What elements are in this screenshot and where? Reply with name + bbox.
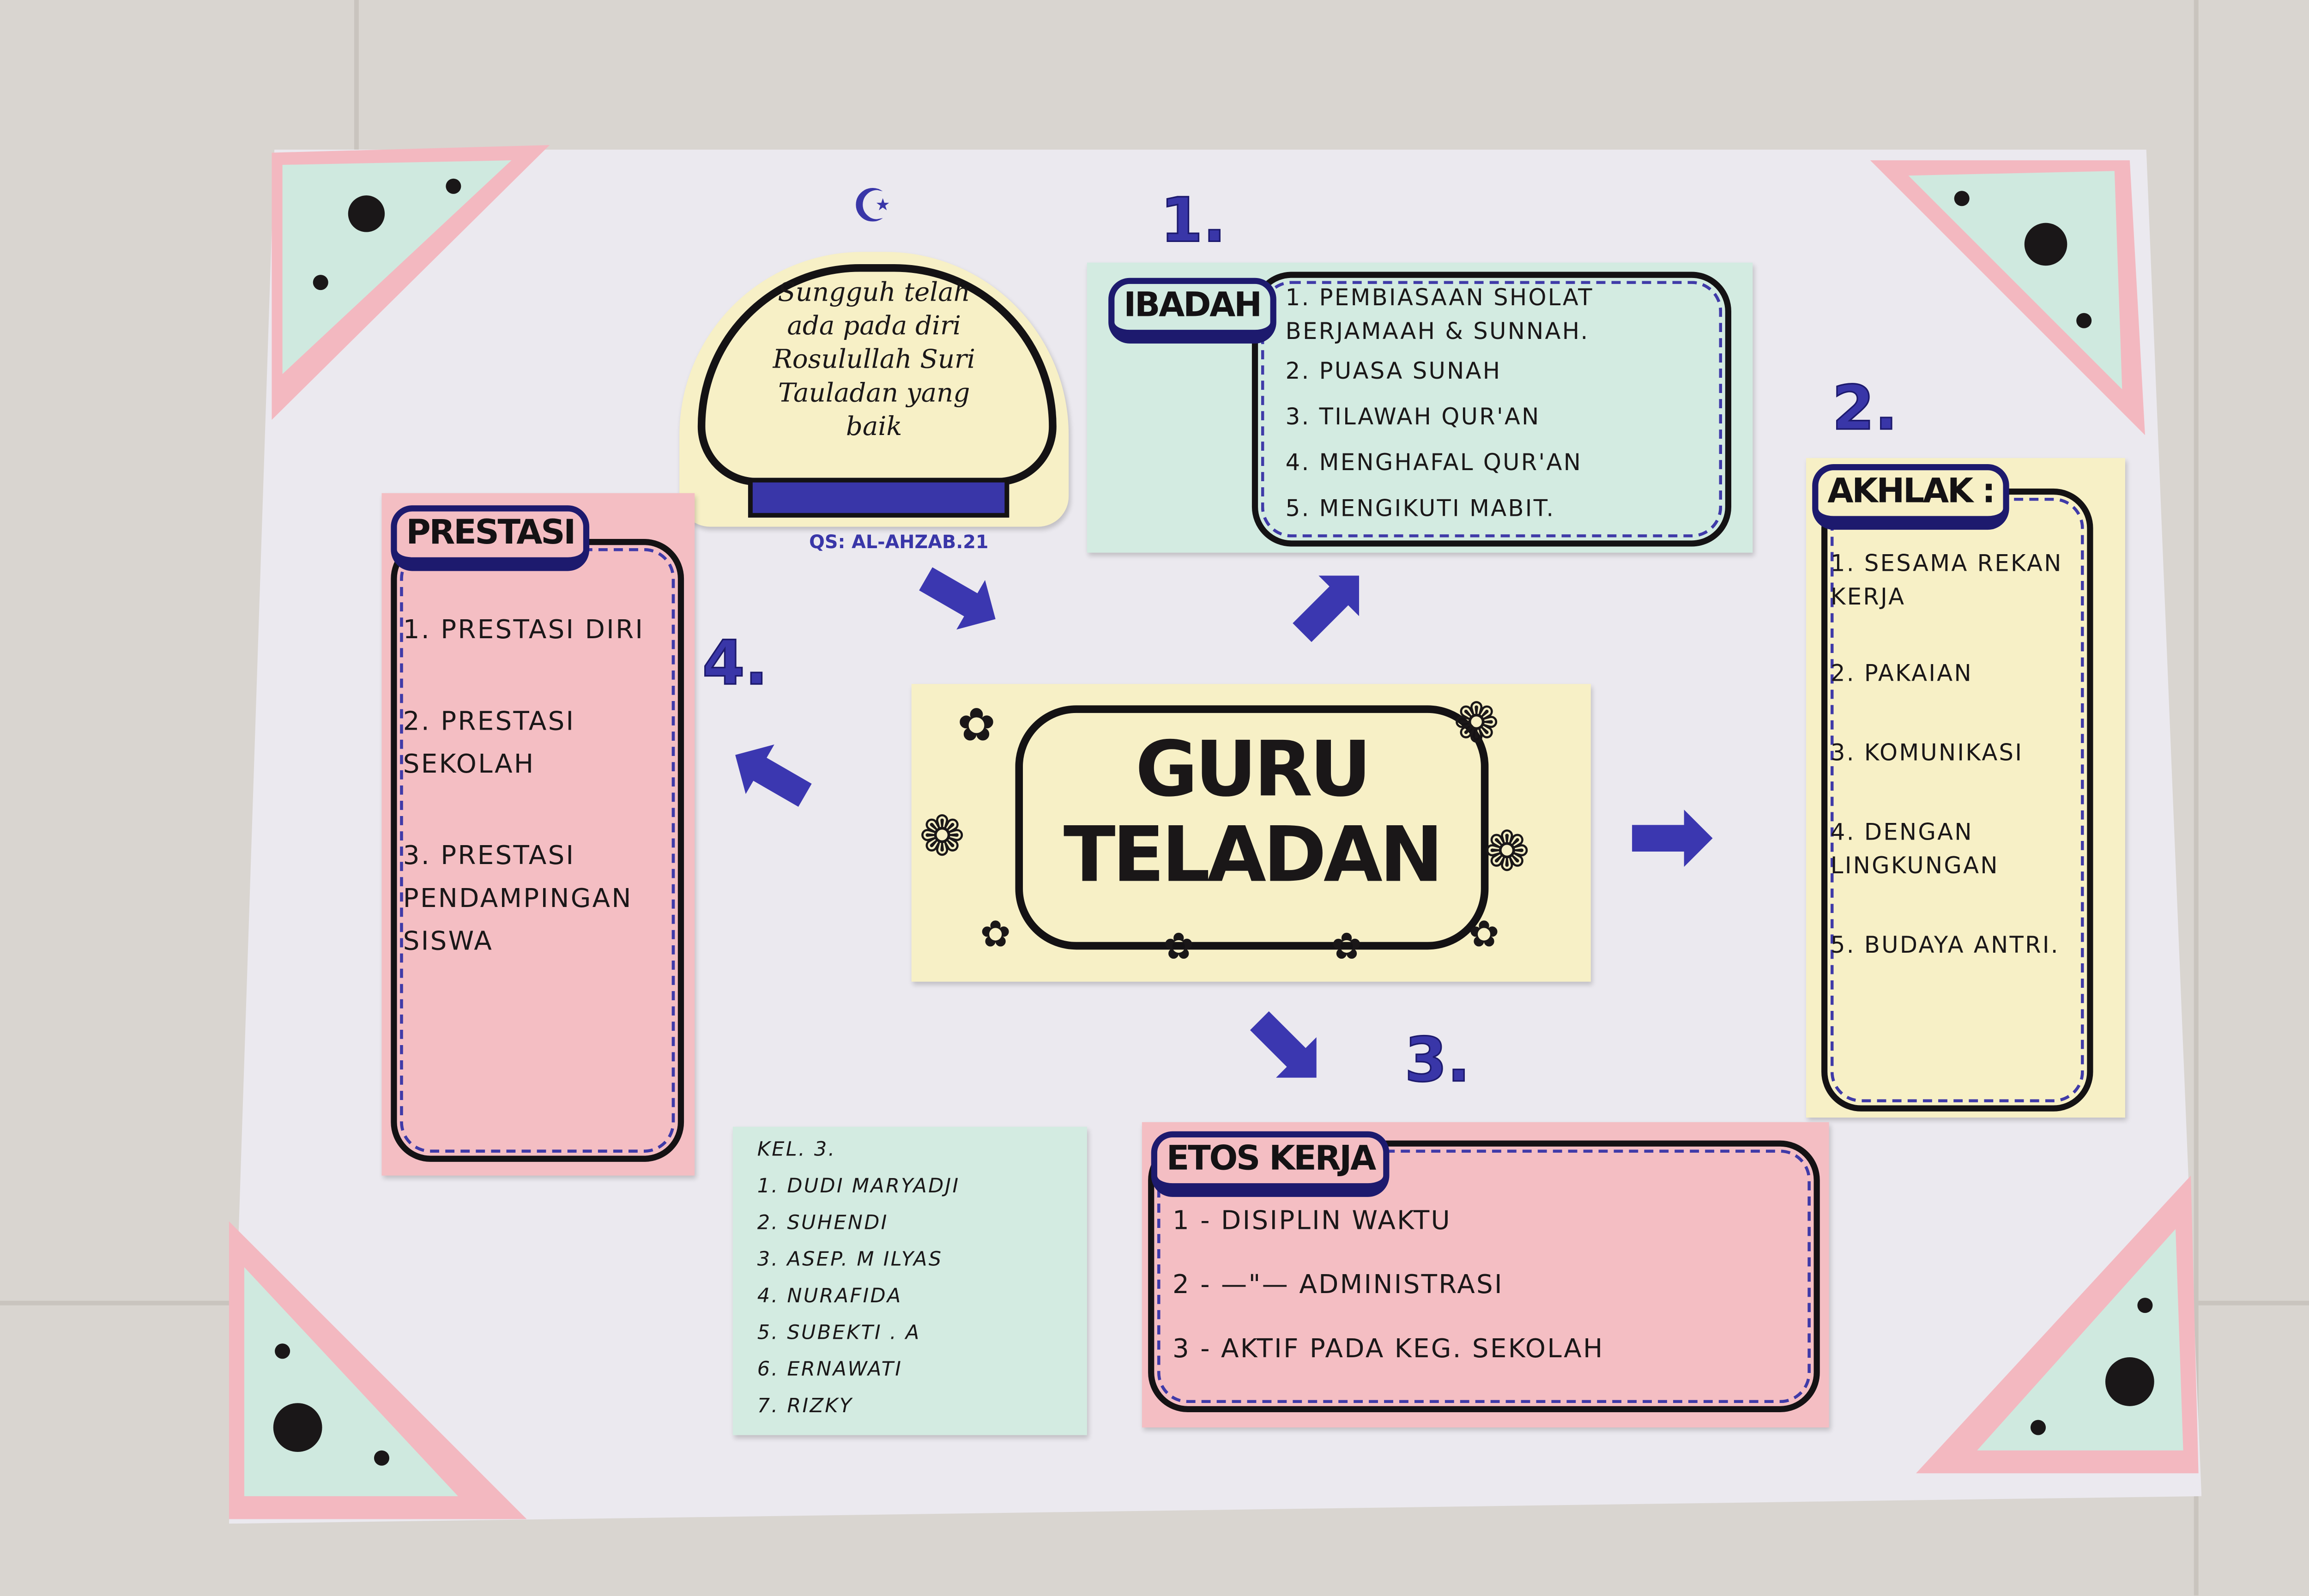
flower-icon: ✿ — [957, 699, 996, 753]
etos-card: ETOS KERJA 1 - DISIPLIN WAKTU 2 - —"— AD… — [1142, 1122, 1829, 1428]
section-number: 4. — [701, 628, 769, 700]
list-item: 4. DENGAN LINGKUNGAN — [1830, 818, 1999, 880]
akhlak-card: AKHLAK : 1. SESAMA REKAN KERJA 2. PAKAIA… — [1806, 458, 2125, 1118]
flower-icon: ✿ — [1163, 925, 1194, 968]
floor-grout — [354, 0, 359, 153]
list-item: 1. SESAMA REKAN KERJA — [1830, 550, 2063, 611]
member-item: 2. SUHENDI — [757, 1212, 889, 1235]
center-card: GURU TELADAN ✿ ❁ ❁ ❁ ✿ ✿ ✿ ✿ — [911, 684, 1591, 982]
list-item: 5. BUDAYA ANTRI. — [1830, 931, 2060, 959]
list-item: 2. PRESTASI SEKOLAH — [403, 707, 575, 780]
flower-icon: ❁ — [919, 806, 965, 869]
list-item: 5. MENGIKUTI MABIT. — [1285, 495, 1555, 522]
arrow-icon: ➡ — [1626, 772, 1716, 898]
quote-line: Rosulullah Suri — [773, 345, 975, 376]
list-item: 1 - DISIPLIN WAKTU — [1173, 1206, 1451, 1237]
flower-icon: ✿ — [1331, 925, 1362, 968]
quote-card: Sungguh telah ada pada diri Rosulullah S… — [679, 252, 1069, 527]
corner-bottom-left — [229, 1221, 527, 1519]
member-item: 4. NURAFIDA — [757, 1285, 902, 1309]
list-item: 1. PEMBIASAAN SHOLAT BERJAMAAH & SUNNAH. — [1285, 284, 1594, 345]
group-title: KEL. 3. — [757, 1139, 836, 1162]
section-title: AKHLAK : — [1812, 464, 2009, 530]
center-title-line: GURU — [1135, 725, 1372, 814]
flower-icon: ❁ — [1484, 821, 1530, 884]
ibadah-card: IBADAH 1. PEMBIASAAN SHOLAT BERJAMAAH & … — [1087, 262, 1753, 553]
list-item: 3. TILAWAH QUR'AN — [1285, 403, 1541, 431]
quote-line: Tauladan yang — [778, 378, 970, 410]
flower-icon: ❁ — [1453, 693, 1500, 756]
list-item: 2. PUASA SUNAH — [1285, 357, 1502, 385]
section-title: IBADAH — [1108, 278, 1276, 344]
corner-bottom-right — [1916, 1175, 2199, 1474]
section-title: ETOS KERJA — [1151, 1131, 1390, 1197]
quote-line: baik — [846, 412, 902, 443]
list-item: 3. KOMUNIKASI — [1830, 739, 2024, 767]
flower-icon: ✿ — [1469, 913, 1499, 956]
prestasi-card: PRESTASI 1. PRESTASI DIRI 2. PRESTASI SE… — [381, 493, 695, 1176]
corner-top-left — [272, 145, 550, 420]
list-item: 3 - AKTIF PADA KEG. SEKOLAH — [1173, 1334, 1604, 1365]
section-number: 2. — [1831, 373, 1899, 445]
group-card: KEL. 3. 1. DUDI MARYADJI 2. SUHENDI 3. A… — [732, 1126, 1087, 1435]
section-number: 1. — [1160, 186, 1227, 257]
crescent-star-icon: ☪ — [852, 180, 893, 234]
list-item: 1. PRESTASI DIRI — [403, 615, 645, 646]
quote-line: Sungguh telah — [778, 278, 971, 308]
quote-line: ada pada diri — [787, 311, 961, 342]
member-item: 7. RIZKY — [757, 1395, 853, 1419]
corner-top-right — [1870, 160, 2145, 435]
member-item: 1. DUDI MARYADJI — [757, 1175, 960, 1199]
center-title-line: TELADAN — [1063, 810, 1444, 900]
member-item: 5. SUBEKTI . A — [757, 1322, 921, 1345]
member-item: 3. ASEP. M ILYAS — [757, 1249, 943, 1272]
member-item: 6. ERNAWATI — [757, 1359, 903, 1382]
quote-source: QS: AL-AHZAB.21 — [809, 531, 989, 553]
list-item: 4. MENGHAFAL QUR'AN — [1285, 448, 1583, 477]
section-title: PRESTASI — [391, 505, 590, 571]
section-number: 3. — [1404, 1025, 1471, 1097]
list-item: 2 - —"— ADMINISTRASI — [1173, 1270, 1504, 1301]
list-item: 2. PAKAIAN — [1830, 659, 1973, 687]
flower-icon: ✿ — [980, 913, 1011, 956]
list-item: 3. PRESTASI PENDAMPINGAN SISWA — [403, 841, 633, 957]
floor-grout — [2194, 0, 2199, 1596]
